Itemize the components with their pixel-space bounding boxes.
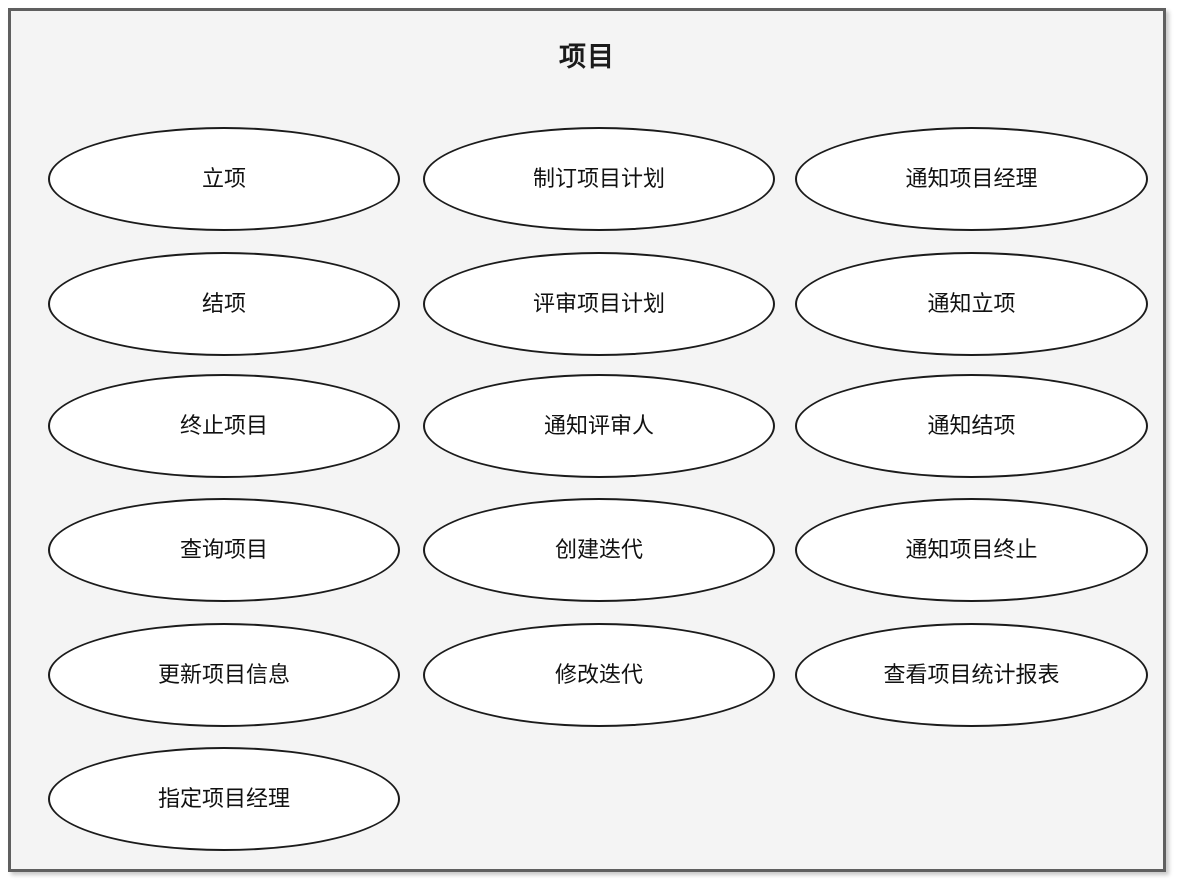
use-case-ellipse[interactable]: 结项 <box>48 252 400 356</box>
use-case-label: 立项 <box>201 165 246 191</box>
use-case-ellipse[interactable]: 创建迭代 <box>423 498 775 602</box>
use-case-layer: 立项 制订项目计划 通知项目经理 结项 评审项目计划 通知立项 终止项目 通知评… <box>11 11 1163 869</box>
use-case-package-frame: 项目 立项 制订项目计划 通知项目经理 结项 评审项目计划 通知立项 终止项目 … <box>8 8 1166 872</box>
use-case-ellipse[interactable]: 查看项目统计报表 <box>795 623 1148 727</box>
use-case-ellipse[interactable]: 制订项目计划 <box>423 127 775 231</box>
use-case-ellipse[interactable]: 评审项目计划 <box>423 252 775 356</box>
use-case-label: 通知评审人 <box>543 412 654 438</box>
package-title: 项目 <box>559 42 615 72</box>
use-case-label: 修改迭代 <box>554 661 643 687</box>
use-case-ellipse[interactable]: 指定项目经理 <box>48 747 400 851</box>
use-case-label: 结项 <box>201 290 246 316</box>
use-case-ellipse[interactable]: 查询项目 <box>48 498 400 602</box>
use-case-ellipse[interactable]: 通知立项 <box>795 252 1148 356</box>
use-case-label: 创建迭代 <box>554 536 643 562</box>
use-case-label: 指定项目经理 <box>157 785 290 811</box>
use-case-label: 通知立项 <box>927 290 1016 316</box>
use-case-ellipse[interactable]: 通知结项 <box>795 374 1148 478</box>
use-case-label: 查询项目 <box>179 536 268 562</box>
use-case-ellipse[interactable]: 终止项目 <box>48 374 400 478</box>
use-case-label: 制订项目计划 <box>532 165 665 191</box>
use-case-ellipse[interactable]: 通知评审人 <box>423 374 775 478</box>
use-case-ellipse[interactable]: 立项 <box>48 127 400 231</box>
use-case-label: 查看项目统计报表 <box>883 661 1060 687</box>
use-case-ellipse[interactable]: 通知项目经理 <box>795 127 1148 231</box>
use-case-label: 通知项目终止 <box>905 536 1038 562</box>
use-case-label: 评审项目计划 <box>532 290 665 316</box>
use-case-ellipse[interactable]: 修改迭代 <box>423 623 775 727</box>
use-case-label: 更新项目信息 <box>157 661 290 687</box>
use-case-label: 通知项目经理 <box>905 165 1038 191</box>
use-case-ellipse[interactable]: 通知项目终止 <box>795 498 1148 602</box>
use-case-label: 通知结项 <box>927 412 1016 438</box>
use-case-label: 终止项目 <box>179 412 268 438</box>
use-case-ellipse[interactable]: 更新项目信息 <box>48 623 400 727</box>
